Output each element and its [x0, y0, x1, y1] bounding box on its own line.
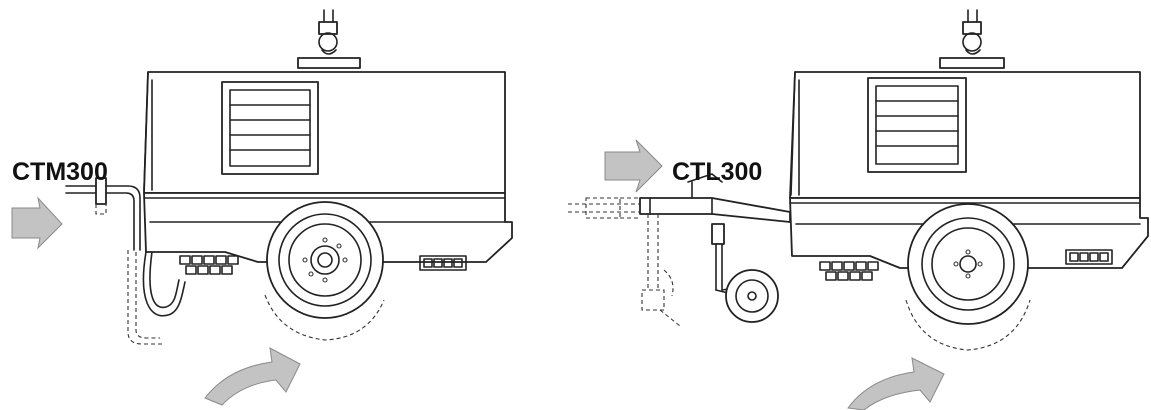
model-label-ctm300: CTM300: [12, 158, 108, 186]
lifting-hook-right: [939, 9, 1005, 69]
vent-grille-left-a: [179, 255, 239, 275]
canopy-left: [143, 71, 506, 194]
rotation-arrow-left: [204, 347, 301, 406]
louvre-panel-left: [221, 81, 319, 175]
wheel-right: [905, 203, 1031, 351]
model-label-ctl300: CTL300: [672, 158, 762, 186]
jockey-wheel-right: [725, 269, 779, 323]
drawbar-left: [65, 177, 186, 345]
rotation-arrow-right: [847, 357, 945, 410]
vent-grille-left-b: [419, 255, 467, 271]
towbar-right: [568, 173, 791, 327]
lifting-hook-left: [297, 9, 361, 69]
direction-arrow-right: [604, 139, 663, 193]
direction-arrow-left: [11, 196, 63, 250]
ctm300-unit: CTM300: [11, 9, 513, 406]
louvre-panel-right: [867, 77, 967, 173]
vent-grille-right-a: [819, 261, 879, 281]
vent-grille-right-b: [1065, 249, 1113, 265]
wheel-left: [264, 201, 385, 341]
ctl300-unit: CTL300: [568, 9, 1149, 410]
